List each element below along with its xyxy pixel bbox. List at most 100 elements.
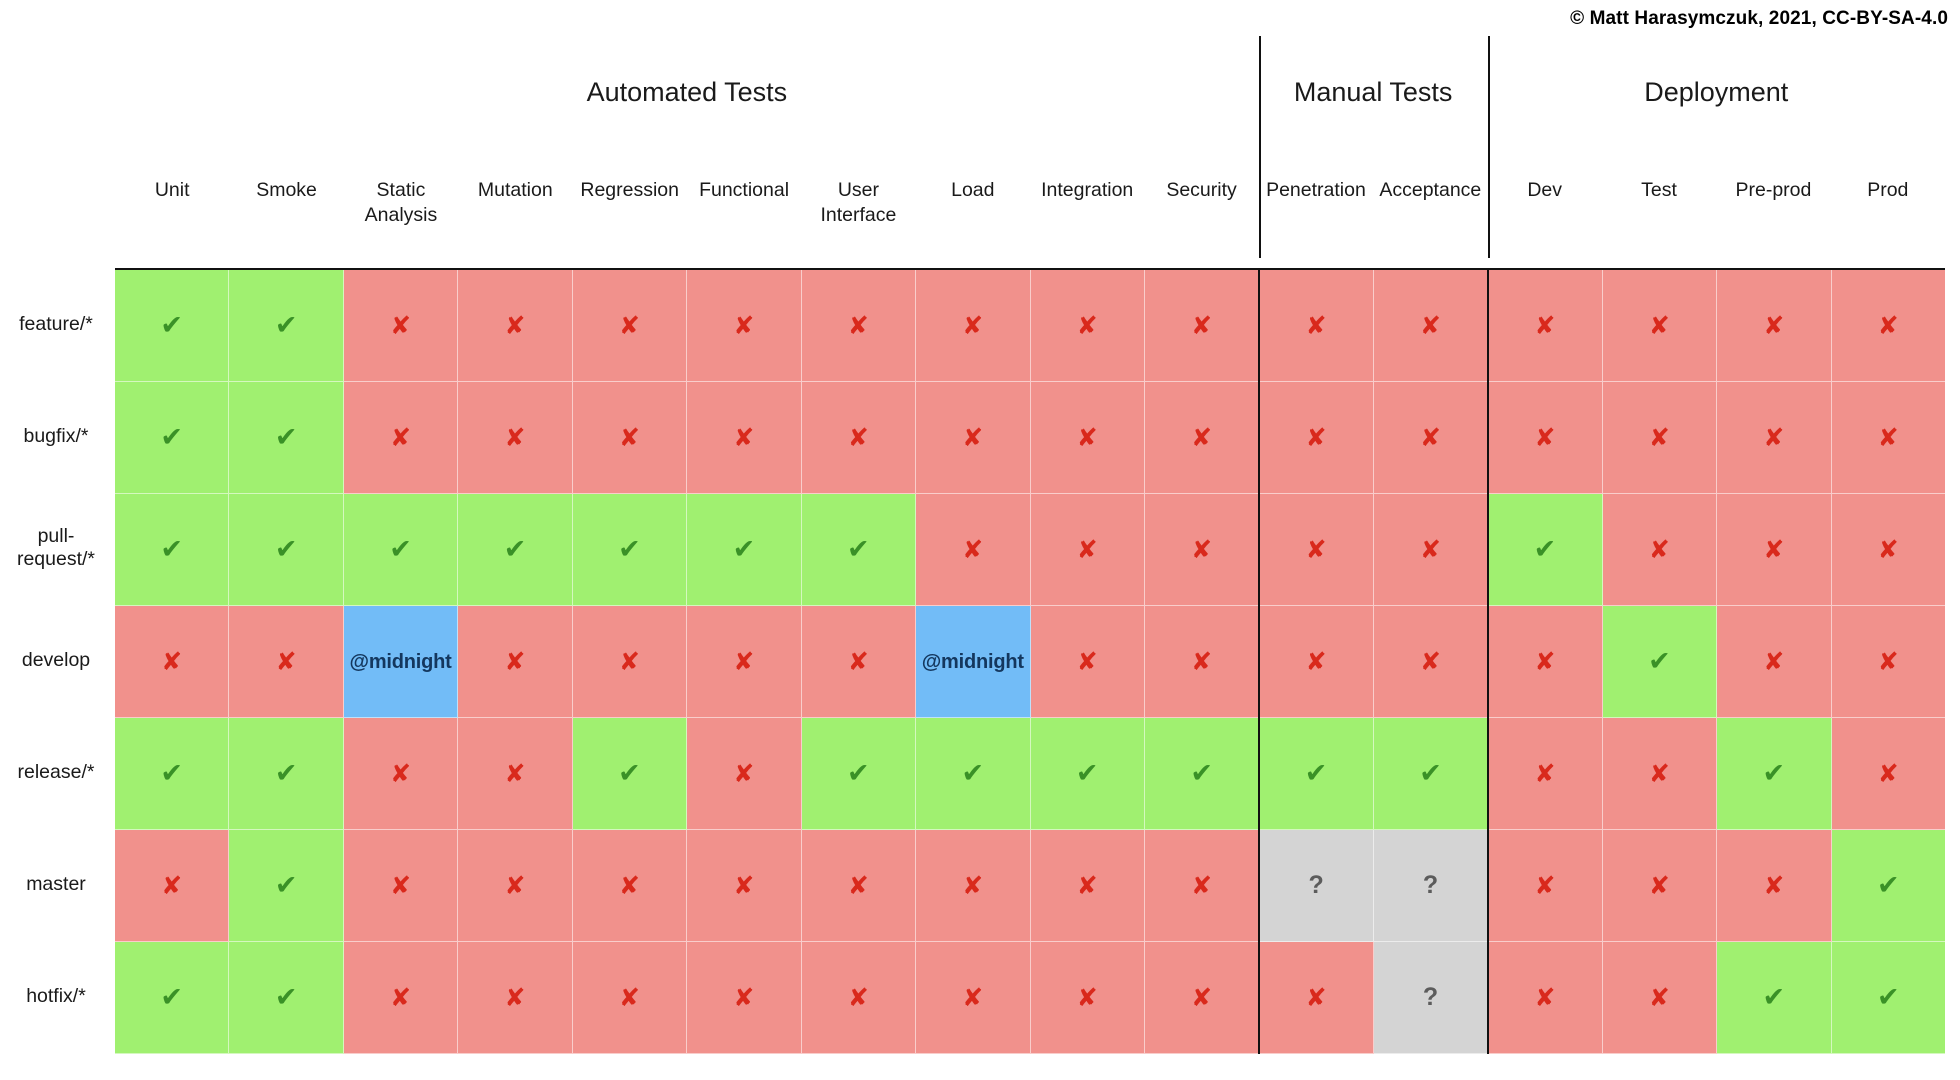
matrix-cell-0-11[interactable]: ✘	[1373, 270, 1489, 382]
matrix-cell-4-12[interactable]: ✘	[1488, 718, 1603, 830]
matrix-cell-2-0[interactable]: ✔	[115, 494, 230, 606]
matrix-cell-0-3[interactable]: ✘	[458, 270, 573, 382]
matrix-cell-4-6[interactable]: ✔	[801, 718, 917, 830]
matrix-cell-0-10[interactable]: ✘	[1259, 270, 1374, 382]
matrix-cell-6-1[interactable]: ✔	[229, 942, 344, 1054]
matrix-cell-3-0[interactable]: ✘	[115, 606, 230, 718]
matrix-cell-3-7[interactable]: @midnight	[916, 606, 1031, 718]
matrix-cell-6-8[interactable]: ✘	[1030, 942, 1145, 1054]
matrix-cell-1-9[interactable]: ✘	[1144, 382, 1260, 494]
matrix-cell-6-14[interactable]: ✔	[1717, 942, 1832, 1054]
matrix-cell-0-12[interactable]: ✘	[1488, 270, 1603, 382]
matrix-cell-2-15[interactable]: ✘	[1831, 494, 1945, 606]
matrix-cell-4-0[interactable]: ✔	[115, 718, 230, 830]
matrix-cell-0-8[interactable]: ✘	[1030, 270, 1145, 382]
matrix-cell-3-1[interactable]: ✘	[229, 606, 344, 718]
matrix-cell-4-2[interactable]: ✘	[343, 718, 459, 830]
matrix-cell-2-8[interactable]: ✘	[1030, 494, 1145, 606]
matrix-cell-2-13[interactable]: ✘	[1602, 494, 1718, 606]
matrix-cell-4-4[interactable]: ✔	[572, 718, 688, 830]
matrix-cell-2-4[interactable]: ✔	[572, 494, 688, 606]
matrix-cell-2-3[interactable]: ✔	[458, 494, 573, 606]
matrix-cell-3-9[interactable]: ✘	[1144, 606, 1260, 718]
matrix-cell-3-13[interactable]: ✔	[1602, 606, 1718, 718]
matrix-cell-3-3[interactable]: ✘	[458, 606, 573, 718]
matrix-cell-1-1[interactable]: ✔	[229, 382, 344, 494]
matrix-cell-5-0[interactable]: ✘	[115, 830, 230, 942]
matrix-cell-1-7[interactable]: ✘	[916, 382, 1031, 494]
matrix-cell-3-12[interactable]: ✘	[1488, 606, 1603, 718]
matrix-cell-5-2[interactable]: ✘	[343, 830, 459, 942]
matrix-cell-2-6[interactable]: ✔	[801, 494, 917, 606]
matrix-cell-0-1[interactable]: ✔	[229, 270, 344, 382]
matrix-cell-0-13[interactable]: ✘	[1602, 270, 1718, 382]
matrix-cell-1-2[interactable]: ✘	[343, 382, 459, 494]
matrix-cell-5-13[interactable]: ✘	[1602, 830, 1718, 942]
matrix-cell-2-2[interactable]: ✔	[343, 494, 459, 606]
matrix-cell-1-11[interactable]: ✘	[1373, 382, 1489, 494]
matrix-cell-6-6[interactable]: ✘	[801, 942, 917, 1054]
matrix-cell-4-9[interactable]: ✔	[1144, 718, 1260, 830]
matrix-cell-1-3[interactable]: ✘	[458, 382, 573, 494]
matrix-cell-6-9[interactable]: ✘	[1144, 942, 1260, 1054]
matrix-cell-5-6[interactable]: ✘	[801, 830, 917, 942]
matrix-cell-3-10[interactable]: ✘	[1259, 606, 1374, 718]
matrix-cell-6-12[interactable]: ✘	[1488, 942, 1603, 1054]
matrix-cell-0-5[interactable]: ✘	[687, 270, 802, 382]
matrix-cell-1-10[interactable]: ✘	[1259, 382, 1374, 494]
matrix-cell-2-11[interactable]: ✘	[1373, 494, 1489, 606]
matrix-cell-3-2[interactable]: @midnight	[343, 606, 459, 718]
matrix-cell-4-10[interactable]: ✔	[1259, 718, 1374, 830]
matrix-cell-0-2[interactable]: ✘	[343, 270, 459, 382]
matrix-cell-3-14[interactable]: ✘	[1717, 606, 1832, 718]
matrix-cell-1-4[interactable]: ✘	[572, 382, 688, 494]
matrix-cell-4-15[interactable]: ✘	[1831, 718, 1945, 830]
matrix-cell-1-14[interactable]: ✘	[1717, 382, 1832, 494]
matrix-cell-6-7[interactable]: ✘	[916, 942, 1031, 1054]
matrix-cell-1-0[interactable]: ✔	[115, 382, 230, 494]
matrix-cell-1-6[interactable]: ✘	[801, 382, 917, 494]
matrix-cell-5-12[interactable]: ✘	[1488, 830, 1603, 942]
matrix-cell-6-10[interactable]: ✘	[1259, 942, 1374, 1054]
matrix-cell-4-1[interactable]: ✔	[229, 718, 344, 830]
matrix-cell-5-8[interactable]: ✘	[1030, 830, 1145, 942]
matrix-cell-2-12[interactable]: ✔	[1488, 494, 1603, 606]
matrix-cell-1-13[interactable]: ✘	[1602, 382, 1718, 494]
matrix-cell-5-7[interactable]: ✘	[916, 830, 1031, 942]
matrix-cell-4-8[interactable]: ✔	[1030, 718, 1145, 830]
matrix-cell-4-13[interactable]: ✘	[1602, 718, 1718, 830]
matrix-cell-4-11[interactable]: ✔	[1373, 718, 1489, 830]
matrix-cell-5-1[interactable]: ✔	[229, 830, 344, 942]
matrix-cell-5-5[interactable]: ✘	[687, 830, 802, 942]
matrix-cell-1-12[interactable]: ✘	[1488, 382, 1603, 494]
matrix-cell-5-4[interactable]: ✘	[572, 830, 688, 942]
matrix-cell-0-15[interactable]: ✘	[1831, 270, 1945, 382]
matrix-cell-3-5[interactable]: ✘	[687, 606, 802, 718]
matrix-cell-2-7[interactable]: ✘	[916, 494, 1031, 606]
matrix-cell-5-15[interactable]: ✔	[1831, 830, 1945, 942]
matrix-cell-3-11[interactable]: ✘	[1373, 606, 1489, 718]
matrix-cell-2-10[interactable]: ✘	[1259, 494, 1374, 606]
matrix-cell-2-9[interactable]: ✘	[1144, 494, 1260, 606]
matrix-cell-6-11[interactable]: ?	[1373, 942, 1489, 1054]
matrix-cell-0-4[interactable]: ✘	[572, 270, 688, 382]
matrix-cell-5-10[interactable]: ?	[1259, 830, 1374, 942]
matrix-cell-0-6[interactable]: ✘	[801, 270, 917, 382]
matrix-cell-6-5[interactable]: ✘	[687, 942, 802, 1054]
matrix-cell-6-2[interactable]: ✘	[343, 942, 459, 1054]
matrix-cell-6-13[interactable]: ✘	[1602, 942, 1718, 1054]
matrix-cell-3-6[interactable]: ✘	[801, 606, 917, 718]
matrix-cell-3-15[interactable]: ✘	[1831, 606, 1945, 718]
matrix-cell-2-1[interactable]: ✔	[229, 494, 344, 606]
matrix-cell-5-3[interactable]: ✘	[458, 830, 573, 942]
matrix-cell-5-14[interactable]: ✘	[1717, 830, 1832, 942]
matrix-cell-6-4[interactable]: ✘	[572, 942, 688, 1054]
matrix-cell-2-14[interactable]: ✘	[1717, 494, 1832, 606]
matrix-cell-5-9[interactable]: ✘	[1144, 830, 1260, 942]
matrix-cell-6-15[interactable]: ✔	[1831, 942, 1945, 1054]
matrix-cell-4-7[interactable]: ✔	[916, 718, 1031, 830]
matrix-cell-0-0[interactable]: ✔	[115, 270, 230, 382]
matrix-cell-3-4[interactable]: ✘	[572, 606, 688, 718]
matrix-cell-4-3[interactable]: ✘	[458, 718, 573, 830]
matrix-cell-1-15[interactable]: ✘	[1831, 382, 1945, 494]
